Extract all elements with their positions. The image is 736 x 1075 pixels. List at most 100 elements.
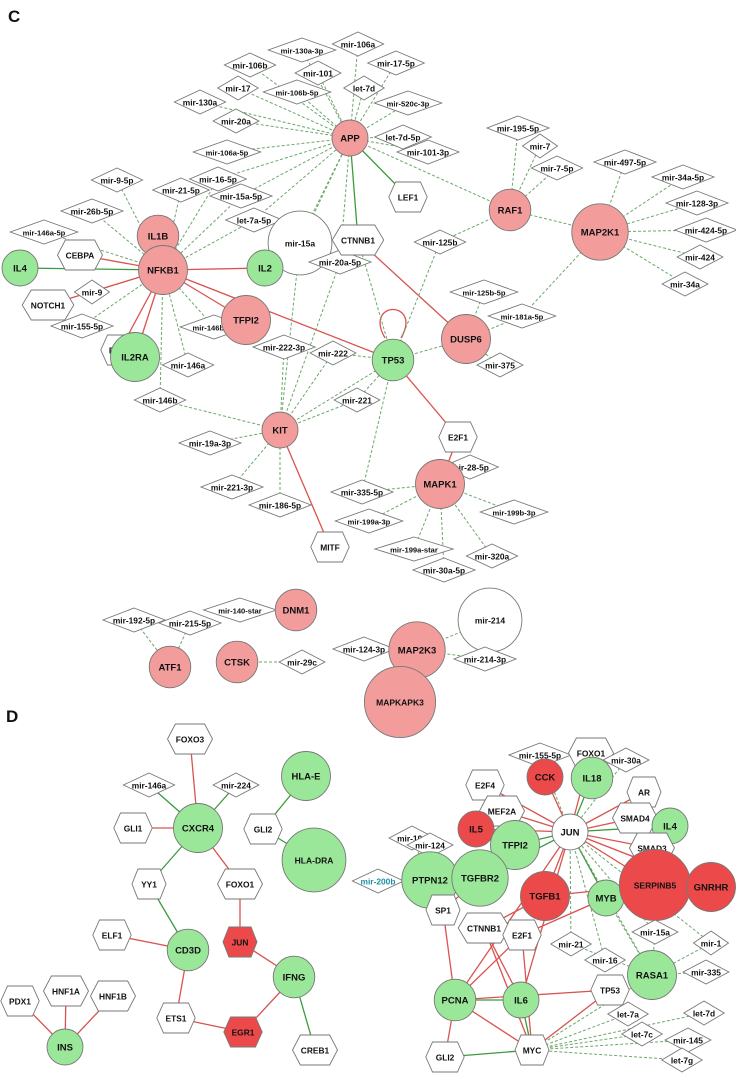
node-d_FOXO3: FOXO3 [166,723,214,755]
node-label: NOTCH1 [31,301,66,311]
node-c_mir29c: mir-29c [278,649,326,675]
node-label: mir-214 [475,616,506,626]
panel-label-d: D [6,707,18,726]
node-c_LEF1: LEF1 [388,181,428,213]
node-label: let-7d-5p [386,133,421,143]
node-d2_TFPI2: TFPI2 [490,820,540,870]
node-label: HLA-E [291,772,320,783]
node-shape [208,183,274,209]
node-label: CTSK [224,658,250,669]
node-shape [451,849,509,907]
node-shape [223,1016,263,1048]
edge-c_mir146b-c_NFKB1 [159,269,164,401]
node-c_mir1555p: mir-155-5p [49,313,115,339]
node-shape [371,338,415,382]
node-shape [551,813,589,851]
node-d2_JUN: JUN [551,813,589,851]
edge-d2_PCNA-d2_JUN [454,831,571,1001]
node-label: mir-146b [143,396,178,406]
node-label: TFPI2 [502,841,528,852]
node-shape [388,181,428,213]
node-label: mir-155-5p [519,751,561,761]
node-shape [457,912,511,944]
edge-c_mir20a-c_APP [235,120,351,139]
node-label: mir-29c [287,658,317,668]
nodes-layer: mir-130a-3pmir-106amir-106bmir-101mir-17… [0,31,736,1073]
node-label: MAP2K1 [581,228,620,239]
node-label: AR [638,788,650,798]
node-c_let7d: let-7d [342,75,386,101]
node-c_MITF: MITF [310,531,350,563]
node-label: MEF2A [488,807,516,817]
node-c_MAPK1: MAPK1 [415,459,465,509]
node-label: SP1 [435,906,451,916]
edge-c_mir3355p-c_TP53 [361,359,394,493]
node-d_HLADRA: HLA-DRA [281,827,347,893]
edge-c_mir165p-c_NFKB1 [162,178,219,271]
node-label: FOXO1 [577,749,606,759]
node-label: IFNG [283,973,306,984]
edge-c_mir2223p-c_KIT [279,346,285,431]
node-d2_mir15a: mir-15a [631,919,679,945]
panel-label-c: C [8,7,20,26]
node-d_CXCR4: CXCR4 [173,803,223,853]
node-shape [626,776,662,808]
node-label: mir-375 [485,361,515,371]
node-label: mir-221 [342,396,372,406]
node-label: CXCR4 [182,824,215,835]
node-d2_SERPINB5: SERPINB5 [618,848,692,922]
node-shape [631,919,679,945]
node-label: E2F4 [475,781,495,791]
node-shape [261,79,333,105]
node-d2_IL6: IL6 [502,981,540,1019]
node-shape [8,219,80,245]
node-shape [122,772,176,798]
node-shape [485,115,551,141]
node-shape [425,894,461,926]
node-d2_TP53: TP53 [590,974,630,1006]
node-shape [521,133,559,159]
node-d2_MYB: MYB [587,879,625,917]
node-label: mir-106b [233,61,268,71]
node-c_E2F1: E2F1 [438,421,478,453]
node-c_mir95p: mir-9-5p [90,167,144,193]
node-shape [173,803,223,853]
node-c_mir34a5p: mir-34a-5p [650,164,716,190]
edge-d2_mir16-d2_JUN [569,831,606,961]
edge-d2_let7c-d2_MYC [531,1033,643,1051]
node-label: mir-424-5p [685,226,727,236]
node-shape [490,820,540,870]
node-shape [650,164,716,190]
node-label: CTNNB1 [467,924,501,934]
node-c_CTSK: CTSK [215,640,259,684]
node-c_mir101: mir-101 [294,60,342,86]
node-d2_GNRHR: GNRHR [686,862,736,912]
node-shape [133,387,187,413]
node-label: LEF1 [398,193,419,203]
node-label: KIT [272,426,288,437]
node-c_mir20a: mir-20a [212,108,260,134]
node-shape [488,188,532,232]
node-shape [90,167,144,193]
node-d2_AR: AR [626,776,662,808]
node-c_mir199b3p: mir-199b-3p [478,499,550,525]
node-label: FOXO1 [226,880,255,890]
node-d2_CCK: CCK [526,758,564,796]
node-label: DNM1 [283,606,311,617]
node-c_MAP2K3: MAP2K3 [388,621,446,679]
node-label: mir-215-5p [169,619,211,629]
node-label: TGFBR2 [461,874,499,885]
node-label: mir-199a-star [390,546,438,555]
node-label: let-7a-5p [237,216,271,226]
node-shape [281,827,347,893]
node-shape [448,279,520,305]
node-d2_let7g: let-7g [660,1047,704,1073]
node-label: let-7d [693,1009,715,1019]
node-c_mir20a5p: mir-20a-5p [307,249,373,275]
node-c_mir130a3p: mir-130a-3p [266,37,338,63]
node-label: mir-17-5p [377,59,415,69]
node-c_APP: APP [331,119,369,157]
node-d2_mir1: mir-1 [692,930,730,956]
node-shape [583,947,627,973]
